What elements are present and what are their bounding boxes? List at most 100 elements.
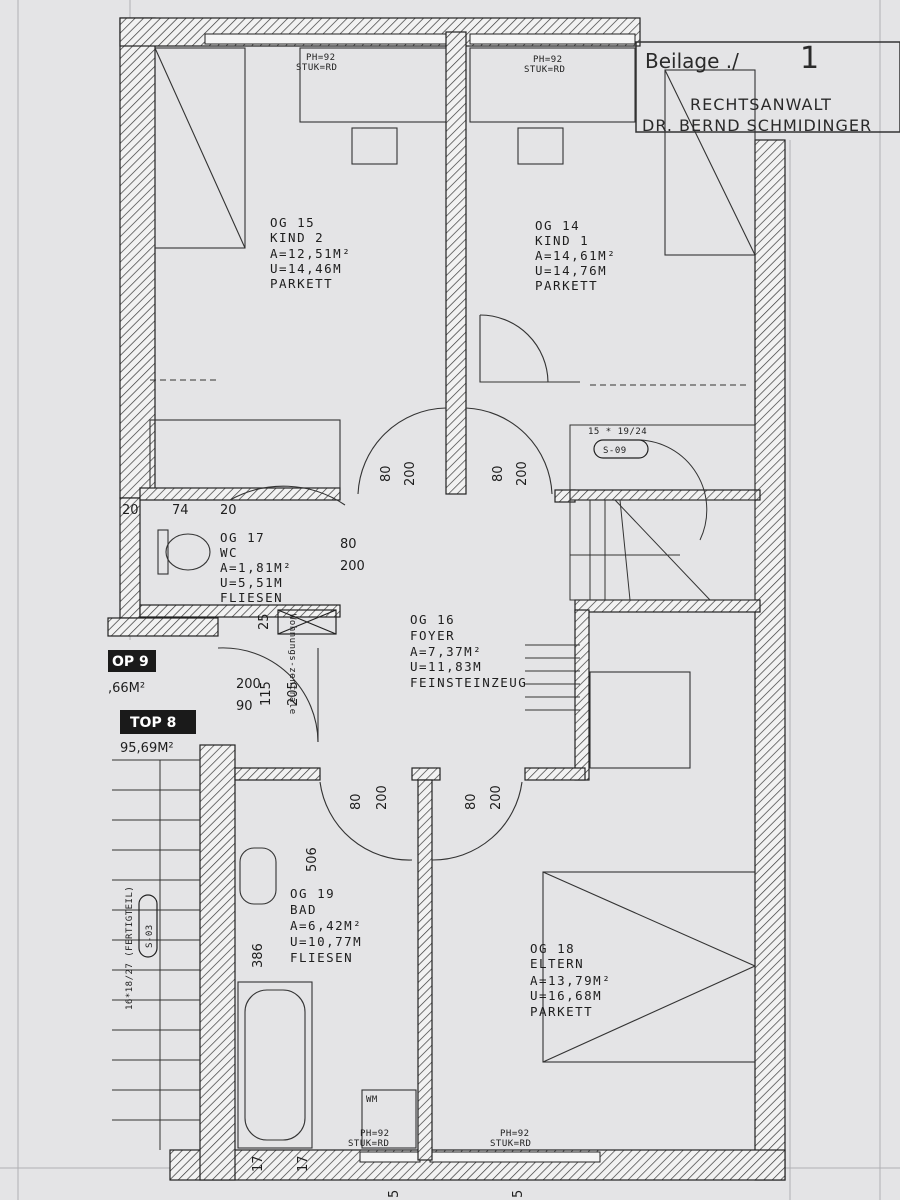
room-og14-area: A=14,61M² [535, 248, 616, 263]
room-og18-floor: PARKETT [530, 1004, 593, 1019]
dim-200: 200 [236, 677, 261, 692]
room-og17-id: OG 17 [220, 530, 265, 545]
stair-s09 [569, 424, 756, 601]
foyer-stair-marks [525, 644, 580, 711]
door-kind2-width: 80 [379, 465, 394, 482]
top8-badge [120, 710, 196, 734]
room-og19-perimeter: U=10,77M [290, 934, 362, 949]
room-og18-id: OG 18 [530, 941, 575, 956]
ceiling-note-bl-1: PH=92 [360, 1129, 390, 1139]
wm-label: WM [366, 1095, 378, 1105]
door-bad-width: 80 [349, 793, 364, 810]
interior-walls [139, 31, 761, 1161]
door-wc-width: 80 [340, 537, 357, 552]
stair-labels: 15 * 19/24 S-09 16*18/27 (FERTIGTEIL) S-… [125, 427, 649, 1010]
lawyer-stamp: Beilage ./ 1 RECHTSANWALT DR. BERND SCHM… [635, 41, 900, 135]
stair-s09-code: S-09 [603, 446, 627, 456]
room-og17-perimeter: U=5,51M [220, 575, 283, 590]
room-og16: OG 16 FOYER A=7,37M² U=11,83M FEINSTEINZ… [410, 612, 527, 690]
room-og18-area: A=13,79M² [530, 973, 611, 988]
door-wc-height: 200 [340, 559, 365, 574]
room-og18-perimeter: U=16,68M [530, 988, 602, 1003]
room-og15-area: A=12,51M² [270, 246, 351, 261]
misc-labels: Wohnungs-zentrale WM [287, 614, 378, 1105]
room-og19-id: OG 19 [290, 886, 335, 901]
top8-area: 95,69M² [120, 741, 174, 756]
dim-20a: 20 [122, 503, 139, 518]
room-og19: OG 19 BAD A=6,42M² U=10,77M FLIESEN [290, 886, 362, 965]
dim-386: 386 [251, 943, 266, 968]
room-og18: OG 18 ELTERN A=13,79M² U=16,68M PARKETT [530, 941, 611, 1019]
room-og19-area: A=6,42M² [290, 918, 362, 933]
dim-90: 90 [236, 699, 253, 714]
dim-17b: 17 [296, 1155, 311, 1172]
ceiling-note-bl-2: STUK=RD [348, 1139, 389, 1149]
wohnungszentrale-label: Wohnungs-zentrale [287, 614, 297, 715]
unit-labels: OP 9 ,66M² TOP 8 95,69M² [108, 650, 196, 756]
door-kind2-height: 200 [403, 461, 418, 486]
room-og14-name: KIND 1 [535, 233, 589, 248]
ceiling-note-tl-1: PH=92 [306, 53, 336, 63]
ceiling-note-tr-2: STUK=RD [524, 65, 565, 75]
top9-area: ,66M² [108, 681, 145, 696]
room-og17-name: WC [220, 545, 238, 560]
door-kind1-height: 200 [515, 461, 530, 486]
dim-115: 115 [259, 681, 274, 706]
room-og19-floor: FLIESEN [290, 950, 353, 965]
room-og16-area: A=7,37M² [410, 644, 482, 659]
room-og15-perimeter: U=14,46M [270, 261, 342, 276]
stair-s09-steps: 15 * 19/24 [588, 427, 647, 437]
room-og15-floor: PARKETT [270, 276, 333, 291]
stair-s03-steps: 16*18/27 (FERTIGTEIL) [125, 886, 135, 1010]
room-og17: OG 17 WC A=1,81M² U=5,51M FLIESEN [220, 530, 292, 605]
room-og16-perimeter: U=11,83M [410, 659, 482, 674]
stair-s03-code-box [138, 894, 158, 958]
dimension-labels: 20 74 20 25 200 90 115 205 506 386 17 17… [122, 503, 526, 1198]
room-og17-area: A=1,81M² [220, 560, 292, 575]
ceiling-note-tr-1: PH=92 [533, 55, 563, 65]
door-eltern-height: 200 [489, 785, 504, 810]
room-og16-floor: FEINSTEINZEUG [410, 675, 527, 690]
stair-s03 [112, 759, 200, 1150]
dim-205: 205 [286, 681, 301, 706]
ceiling-note-tl-2: STUK=RD [296, 63, 337, 73]
room-og15-id: OG 15 [270, 215, 315, 230]
dim-20b: 20 [220, 503, 237, 518]
door-kind1-width: 80 [491, 465, 506, 482]
room-og19-name: BAD [290, 902, 317, 917]
dim-5b: 5 [511, 1190, 526, 1198]
stamp-number: 1 [800, 41, 819, 76]
room-og15-name: KIND 2 [270, 230, 324, 245]
dim-5a: 5 [387, 1190, 402, 1198]
stair-s03-code: S-03 [145, 924, 155, 948]
room-og18-name: ELTERN [530, 956, 584, 971]
door-bad-height: 200 [375, 785, 390, 810]
room-og16-name: FOYER [410, 628, 455, 643]
dim-74: 74 [172, 503, 189, 518]
room-og14-id: OG 14 [535, 218, 580, 233]
top9-badge [108, 650, 156, 672]
room-og14-perimeter: U=14,76M [535, 263, 607, 278]
ceiling-notes: PH=92 STUK=RD PH=92 STUK=RD PH=92 STUK=R… [296, 53, 565, 1149]
ceiling-note-br-2: STUK=RD [490, 1139, 531, 1149]
ceiling-note-br-1: PH=92 [500, 1129, 530, 1139]
dim-506: 506 [305, 847, 320, 872]
furniture [149, 47, 756, 1149]
wohnungszentrale-box [277, 609, 337, 635]
door-swings [217, 314, 580, 861]
door-labels: 80 200 80 200 80 200 80 200 80 200 [340, 461, 530, 810]
dim-17a: 17 [251, 1155, 266, 1172]
stamp-line1: RECHTSANWALT [690, 95, 832, 114]
room-og14: OG 14 KIND 1 A=14,61M² U=14,76M PARKETT [535, 218, 616, 293]
room-og14-floor: PARKETT [535, 278, 598, 293]
room-og15: OG 15 KIND 2 A=12,51M² U=14,46M PARKETT [270, 215, 351, 291]
dim-25: 25 [257, 613, 272, 630]
room-og17-floor: FLIESEN [220, 590, 283, 605]
stamp-beilage: Beilage ./ [645, 49, 739, 73]
top8-label: TOP 8 [130, 715, 176, 731]
room-og16-id: OG 16 [410, 612, 455, 627]
door-eltern-width: 80 [464, 793, 479, 810]
stair-s09-code-box [593, 439, 649, 459]
stamp-line2: DR. BERND SCHMIDINGER [642, 116, 872, 135]
